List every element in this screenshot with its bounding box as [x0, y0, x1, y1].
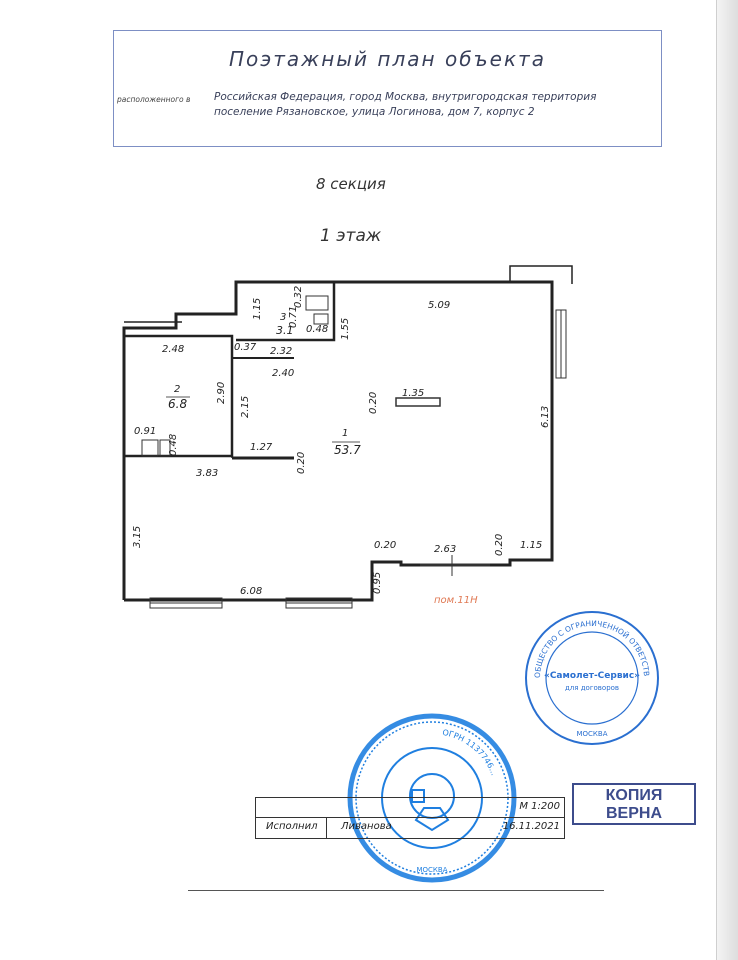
dim-label: 2.63 — [434, 544, 456, 555]
dim-label: 0.20 — [296, 452, 307, 474]
pom-label: пом.11Н — [434, 595, 478, 606]
copy-stamp-line-2: ВЕРНА — [605, 805, 662, 822]
dim-label: 0.48 — [306, 324, 328, 335]
dim-label: 1.35 — [402, 388, 424, 399]
wall-notch-right — [509, 265, 573, 284]
page-edge — [716, 0, 738, 960]
title-block-row-2: Исполнил Ливанова 16.11.2021 — [255, 818, 565, 839]
company-stamp-city: МОСКВА — [577, 730, 608, 738]
section-label: 8 секция — [316, 175, 386, 193]
room-2-walls — [124, 334, 234, 458]
floor-label: 1 этаж — [320, 226, 382, 246]
header-box: Поэтажный план объекта расположенного в … — [113, 30, 662, 147]
dim-label: 0.20 — [368, 392, 379, 414]
room-3-area: 3.1 — [276, 324, 294, 337]
sink-fixture — [313, 313, 329, 325]
dim-label: 2.32 — [270, 346, 292, 357]
dim-label: 6.08 — [240, 586, 262, 597]
dim-label: 1.55 — [340, 318, 351, 340]
room-1-area: 53.7 — [334, 443, 361, 457]
dim-label: 6.13 — [540, 406, 551, 428]
dim-label: 0.91 — [134, 426, 156, 437]
bti-seal-city: МОСКВА — [417, 866, 448, 874]
room-3-walls — [236, 282, 336, 342]
signed-date: 16.11.2021 — [502, 821, 560, 832]
executor-label: Исполнил — [266, 821, 318, 832]
bti-emblem — [409, 773, 455, 832]
scale-label: М 1:200 — [519, 801, 560, 812]
room-1-number: 1 — [342, 428, 348, 439]
room-2-number: 2 — [174, 384, 180, 395]
plan-fixtures — [141, 295, 567, 609]
dimension-labels: 5.09 1.15 0.32 0.71 0.48 1.55 2.48 0.37 … — [132, 286, 551, 597]
address-line-2: поселение Рязановское, улица Логинова, д… — [214, 106, 535, 118]
company-stamp-sub: для договоров — [565, 684, 619, 692]
column — [395, 397, 441, 407]
bottom-rule — [188, 890, 604, 891]
address-line-1: Российская Федерация, город Москва, внут… — [214, 91, 597, 103]
dim-label: 2.48 — [162, 344, 184, 355]
niche-fixture — [141, 439, 159, 457]
room-labels: 1 53.7 2 6.8 3 3.1 пом.11Н — [166, 312, 478, 606]
room-2-area: 6.8 — [168, 397, 187, 411]
dim-label: 1.27 — [250, 442, 273, 453]
dim-label: 5.09 — [428, 300, 450, 311]
executor-name: Ливанова — [341, 821, 392, 832]
room-3-number: 3 — [280, 312, 286, 323]
dim-label: 2.15 — [240, 396, 251, 418]
dim-label: 0.20 — [494, 534, 505, 556]
dim-label: 0.95 — [372, 572, 383, 594]
dim-label: 3.15 — [132, 526, 143, 548]
company-stamp-ring: ОБЩЕСТВО С ОГРАНИЧЕННОЙ ОТВЕТСТВЕННОСТЬЮ — [522, 608, 651, 678]
dim-label: 0.48 — [168, 434, 179, 456]
dim-label: 3.83 — [196, 468, 218, 479]
bti-seal: ОГРН 1137746... МОСКВА — [347, 713, 517, 883]
outer-wall — [122, 280, 554, 602]
copy-stamp-line-1: КОПИЯ — [605, 787, 663, 804]
header-title: Поэтажный план объекта — [229, 47, 546, 71]
plan-walls — [122, 265, 573, 602]
dim-label: 0.37 — [234, 342, 257, 353]
dim-label: 1.15 — [252, 298, 263, 320]
company-stamp-name: «Самолет-Сервис» — [544, 671, 640, 681]
toilet-fixture — [305, 295, 329, 311]
dim-label: 2.40 — [272, 368, 294, 379]
dim-label: 0.20 — [374, 540, 396, 551]
address-prefix: расположенного в — [117, 95, 191, 104]
dim-label: 1.15 — [520, 540, 542, 551]
copy-verified-stamp: КОПИЯ ВЕРНА — [572, 783, 696, 825]
floor-plan: 5.09 1.15 0.32 0.71 0.48 1.55 2.48 0.37 … — [122, 265, 573, 609]
dim-label: 2.90 — [216, 382, 227, 404]
dim-label: 0.71 — [288, 306, 299, 328]
company-stamp: ОБЩЕСТВО С ОГРАНИЧЕННОЙ ОТВЕТСТВЕННОСТЬЮ… — [522, 608, 659, 745]
title-block-row-1: М 1:200 — [255, 797, 565, 818]
niche-fixture-2 — [159, 439, 171, 457]
dim-label: 0.32 — [293, 286, 304, 308]
